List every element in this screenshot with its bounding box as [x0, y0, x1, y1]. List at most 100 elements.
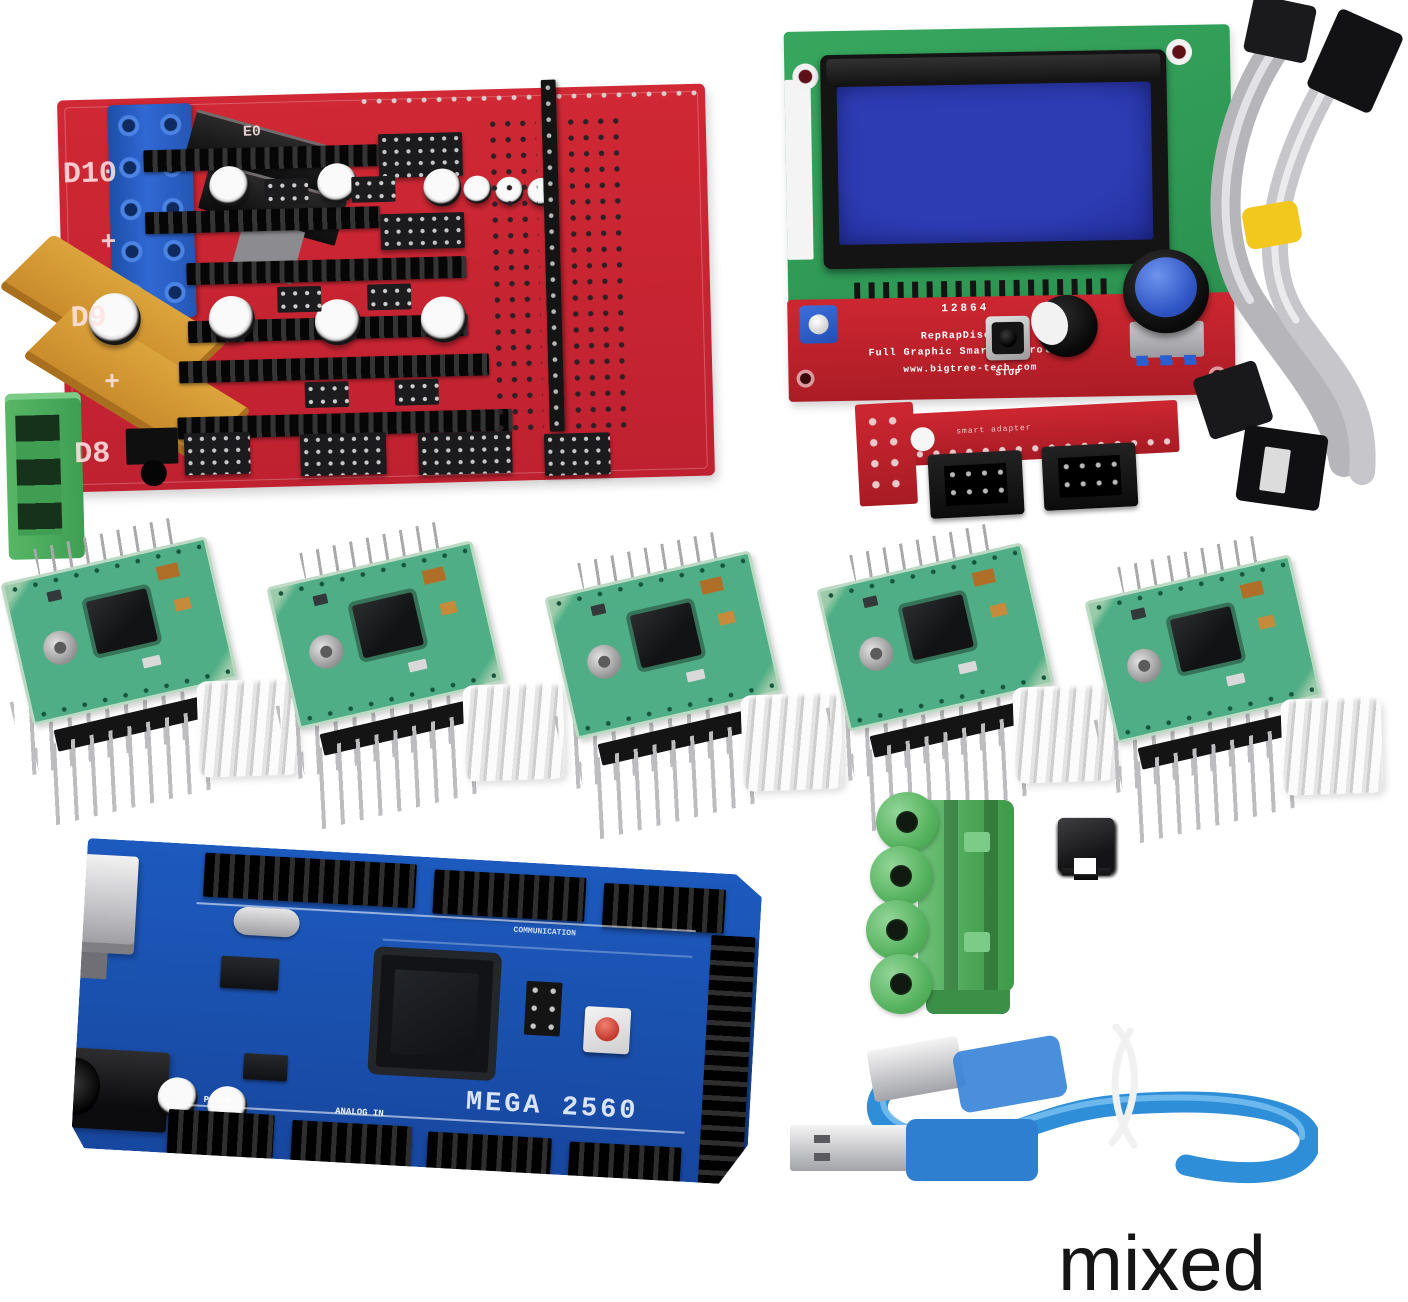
endstop-headers: [417, 430, 513, 476]
digital-header: [203, 853, 417, 909]
latch-tab: [964, 932, 990, 952]
silkscreen-line: [383, 939, 693, 958]
twist-tie: [1108, 1023, 1138, 1149]
arduino-mega-board: MEGA 2560 POWER ANALOG IN COMMUNICATION: [71, 838, 763, 1185]
power-label: POWER: [203, 1094, 231, 1107]
terminal-ring: [870, 846, 932, 906]
reset-button: [125, 427, 179, 465]
usb-b-connector: [953, 1035, 1067, 1113]
stepper-driver-module: [1084, 533, 1408, 845]
jumper-cap: [1058, 818, 1114, 874]
latch-tab: [964, 832, 990, 852]
smd-component: [699, 576, 725, 595]
ramps-board: D10 + D9 + D8 E0: [0, 79, 716, 560]
analog-header: [426, 1131, 552, 1182]
driver-chip: [351, 591, 425, 659]
smd-component: [1257, 614, 1276, 630]
analog-in-label: ANALOG IN: [334, 1106, 384, 1119]
endstop-headers: [299, 432, 387, 477]
aux-pad-field: [485, 116, 544, 436]
driver-socket: [144, 206, 381, 235]
endstop-headers: [183, 431, 251, 476]
power-terminal-green: [4, 392, 85, 560]
silkscreen-plus: +: [103, 367, 121, 398]
lcd-model-label: 12864: [941, 302, 990, 316]
aux-pad-field: [563, 113, 636, 434]
jumper-pins: [351, 175, 396, 203]
silkscreen-e0: E0: [242, 123, 262, 141]
adapter-label: smart adapter: [956, 423, 1032, 437]
usb-a-metal: [790, 1125, 910, 1171]
current-potentiometer: [583, 641, 625, 683]
silkscreen-d8: D8: [73, 437, 111, 473]
green-terminal-connector: [866, 792, 1016, 1016]
smd-component: [957, 660, 978, 675]
exp2-socket: [1041, 442, 1139, 511]
silkscreen-plus: +: [100, 227, 117, 258]
smd-component: [590, 603, 607, 617]
analog-header: [290, 1120, 412, 1171]
dc-power-jack: [60, 1047, 170, 1133]
smd-component: [46, 589, 63, 603]
crystal-oscillator: [233, 906, 300, 938]
adapter-tab: [854, 401, 918, 507]
smd-component: [155, 562, 181, 581]
jumper-pins: [394, 378, 440, 406]
heatsink: [1280, 696, 1384, 796]
idc-connector: [1243, 0, 1317, 63]
smd-component: [439, 600, 458, 616]
smd-component: [1225, 672, 1246, 687]
jumper-cap-grid: [1058, 818, 1282, 1018]
capacitor: [422, 167, 462, 207]
endstop-headers: [543, 432, 611, 476]
driver-socket: [186, 255, 467, 286]
smd-component: [1239, 580, 1265, 599]
smd-component: [971, 568, 997, 587]
jumper-pins: [276, 285, 322, 313]
driver-chip: [629, 601, 703, 669]
driver-socket: [178, 353, 490, 384]
digital-double-header: [698, 935, 756, 1185]
idc-connector: [1307, 9, 1403, 113]
power-header: [167, 1109, 275, 1159]
atmega2560-chip: [376, 955, 494, 1073]
stepper-driver-row: [0, 515, 1408, 845]
aux-pin-header: [540, 79, 565, 432]
usb-serial-chip: [220, 956, 280, 991]
smd-ic: [243, 1053, 288, 1081]
usb-b-port: [20, 851, 139, 955]
driver-chip: [1169, 605, 1243, 673]
white-sticker: [784, 79, 814, 260]
terminal-base: [926, 990, 1010, 1014]
usb-cable: [790, 1023, 1318, 1184]
silkscreen-d10: D10: [62, 157, 118, 193]
exp1-socket: [927, 450, 1025, 519]
current-potentiometer: [855, 633, 897, 675]
smd-component: [862, 595, 879, 609]
mounting-hole: [1165, 38, 1193, 66]
silkscreen-d9: D9: [70, 301, 108, 337]
usb-b-metal: [866, 1036, 966, 1102]
usb-a-connector: [906, 1119, 1038, 1181]
pwm-header: [567, 1141, 681, 1191]
smd-component: [717, 610, 736, 626]
smd-component: [141, 654, 162, 669]
mounting-hole: [796, 369, 815, 388]
driver-chip: [901, 593, 975, 661]
pin-header-cluster: [380, 211, 465, 251]
ribbon-cables: [1193, 0, 1403, 511]
lcd-bezel: [820, 49, 1170, 270]
yellow-cable-tie: [1242, 200, 1302, 250]
lcd-controller-board: 12864 RepRapDiscount Full Graphic Smart …: [787, 248, 1236, 402]
solder-pad-row: [356, 85, 698, 112]
jumper-pins: [304, 381, 350, 409]
digital-header: [432, 869, 586, 921]
idc-connector: [1193, 360, 1273, 440]
contrast-trimpot: [799, 305, 838, 344]
jumper-pins: [264, 178, 309, 206]
smd-component: [989, 602, 1008, 618]
communication-label: COMMUNICATION: [513, 925, 577, 939]
connector-sticker: [1259, 446, 1291, 494]
smd-component: [173, 596, 192, 612]
stop-button: [985, 315, 1031, 361]
